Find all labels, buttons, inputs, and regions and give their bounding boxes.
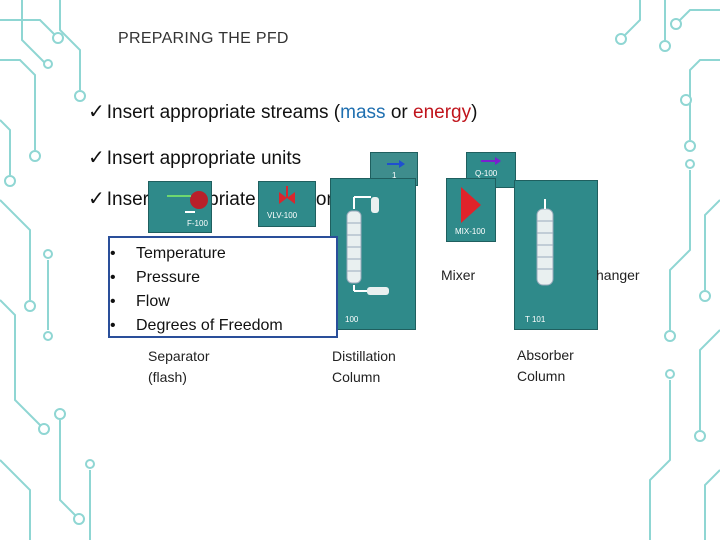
bullet-dot: • [110,269,116,286]
list-item: • Degrees of Freedom [110,314,283,338]
list-item: • Flow [110,290,283,314]
bullet-dot: • [110,317,116,334]
stream-tile-label: 1 [392,171,397,180]
caption-distillation: Distillation Column [332,346,396,388]
stream-arrow-icon [387,160,405,168]
caption-absorber-line1: Absorber [517,347,574,363]
flash-tile-label: F-100 [187,219,208,228]
caption-separator-line2: (flash) [148,369,187,385]
mixer-tile-label: MIX-100 [455,227,486,236]
caption-separator: Separator (flash) [148,346,209,388]
check-icon: ✓ [88,186,105,210]
caption-mixer: Mixer [441,267,476,283]
list-item-text: Pressure [136,269,201,286]
list-item: • Temperature [110,242,283,266]
absorber-column-icon [536,199,554,286]
conditions-list: • Temperature • Pressure • Flow • Degrees of… [110,242,283,338]
flash-drum-icon [167,191,208,213]
flash-separator-tile: F-100 [148,181,212,233]
list-item-text: Degrees of Freedom [136,317,283,334]
valve-icon [279,186,295,204]
conditions-box [108,236,338,338]
absorber-column-tile: T 101 [514,180,598,330]
caption-distillation-line2: Column [332,369,381,385]
distillation-column-icon [346,196,389,295]
caption-distillation-line1: Distillation [332,348,396,364]
caption-separator-line1: Separator [148,348,210,364]
bullet-units-text: Insert appropriate units [106,148,302,169]
valve-tile-label: VLV-100 [267,211,298,220]
bullet-streams-or: or [385,102,413,123]
list-item-text: Flow [136,293,170,310]
caption-absorber: Absorber Column [517,345,574,387]
energy-tile-label: Q-100 [475,169,498,178]
mixer-icon [461,187,481,223]
energy-arrow-icon [481,157,501,165]
list-item: • Pressure [110,266,283,290]
slide-title: PREPARING THE PFD [118,30,289,47]
caption-absorber-line2: Column [517,368,566,384]
bullet-streams: ✓Insert appropriate streams (mass or ene… [88,99,477,124]
mixer-tile: MIX-100 [446,178,496,242]
caption-exchanger: hanger [596,267,640,283]
distillation-column-tile: 100 [330,178,416,330]
bullet-streams-prefix: Insert appropriate streams ( [106,102,341,123]
bullet-dot: • [110,293,116,310]
bullet-units: ✓Insert appropriate units [88,145,301,170]
valve-tile: VLV-100 [258,181,316,227]
check-icon: ✓ [88,99,105,123]
column-tile-label: 100 [345,315,359,324]
bullet-dot: • [110,245,116,262]
absorber-tile-label: T 101 [525,315,546,324]
bullet-streams-energy: energy [413,102,472,123]
bullet-streams-mass: mass [340,102,386,123]
check-icon: ✓ [88,145,105,169]
list-item-text: Temperature [136,245,226,262]
bullet-streams-suffix: ) [471,102,478,123]
